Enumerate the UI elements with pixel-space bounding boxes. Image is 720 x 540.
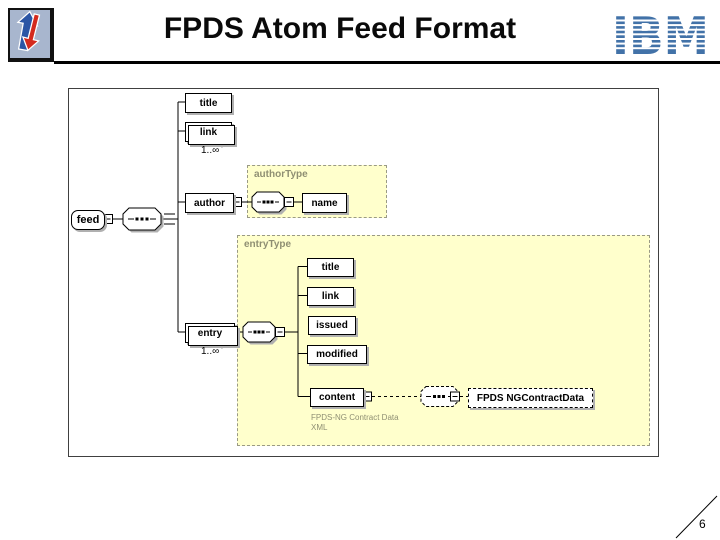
svg-text:IBM: IBM: [612, 8, 709, 58]
element-issued: issued: [308, 316, 356, 335]
author-type-label: authorType: [254, 169, 308, 180]
element-content: content: [310, 388, 364, 407]
fpds-arrows-icon: [16, 10, 41, 52]
entry-type-group: entryType: [237, 235, 650, 446]
element-entry-title: title: [307, 258, 354, 277]
element-modified: modified: [307, 345, 367, 364]
element-entry: entry: [185, 323, 238, 346]
element-entry-link: link: [307, 287, 354, 306]
element-feed: feed: [71, 210, 105, 230]
element-feed-link: link: [185, 122, 235, 145]
content-annotation-line2: XML: [311, 423, 328, 432]
content-annotation: FPDS-NG Contract Data XML: [311, 413, 399, 433]
ibm-logo-icon: IBM: [612, 7, 712, 67]
fpds-arrows-logo: [8, 8, 54, 62]
page-number: 6: [699, 517, 706, 531]
element-author: author: [185, 193, 234, 213]
element-feed-title: title: [185, 93, 232, 113]
link-cardinality: 1..∞: [201, 145, 220, 156]
ibm-logo: IBM: [612, 7, 712, 67]
element-name: name: [302, 193, 347, 213]
content-annotation-line1: FPDS-NG Contract Data: [311, 413, 399, 422]
page-title: FPDS Atom Feed Format: [163, 12, 517, 45]
entry-cardinality: 1..∞: [201, 346, 220, 357]
header-divider: [54, 61, 720, 64]
element-fpds-ngcontractdata: FPDS NGContractData: [468, 388, 593, 408]
entry-type-label: entryType: [244, 239, 292, 250]
